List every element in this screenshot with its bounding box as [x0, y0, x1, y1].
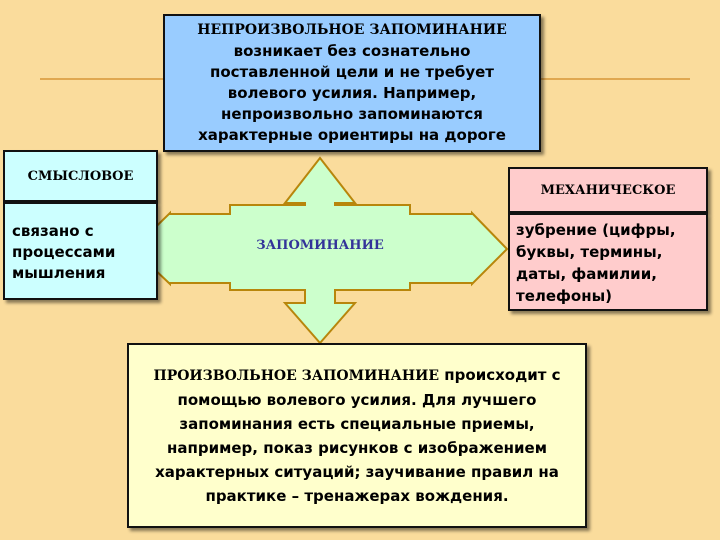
voluntary-memory-content: ПРОИЗВОЛЬНОЕ ЗАПОМИНАНИЕ происходит с по…: [147, 363, 567, 508]
voluntary-memory-title: ПРОИЗВОЛЬНОЕ ЗАПОМИНАНИЕ: [153, 368, 440, 384]
voluntary-memory-text: происходит с помощью волевого усилия. Дл…: [155, 366, 561, 505]
center-label: ЗАПОМИНАНИЕ: [256, 238, 384, 253]
decorative-line-right: [540, 78, 690, 80]
mechanical-memory-text: зубрение (цифры, буквы, термины, даты, ф…: [508, 213, 708, 311]
semantic-memory-title: СМЫСЛОВОЕ: [3, 150, 158, 202]
involuntary-memory-text: возникает без сознательно поставленной ц…: [198, 42, 506, 144]
mechanical-memory-title: МЕХАНИЧЕСКОЕ: [508, 167, 708, 213]
voluntary-memory-box: ПРОИЗВОЛЬНОЕ ЗАПОМИНАНИЕ происходит с по…: [127, 343, 587, 528]
decorative-line-left: [40, 78, 165, 80]
involuntary-memory-title: НЕПРОИЗВОЛЬНОЕ ЗАПОМИНАНИЕ: [197, 22, 507, 38]
involuntary-memory-box: НЕПРОИЗВОЛЬНОЕ ЗАПОМИНАНИЕ возникает без…: [163, 14, 541, 152]
semantic-memory-text: связано с процессами мышления: [3, 202, 158, 300]
